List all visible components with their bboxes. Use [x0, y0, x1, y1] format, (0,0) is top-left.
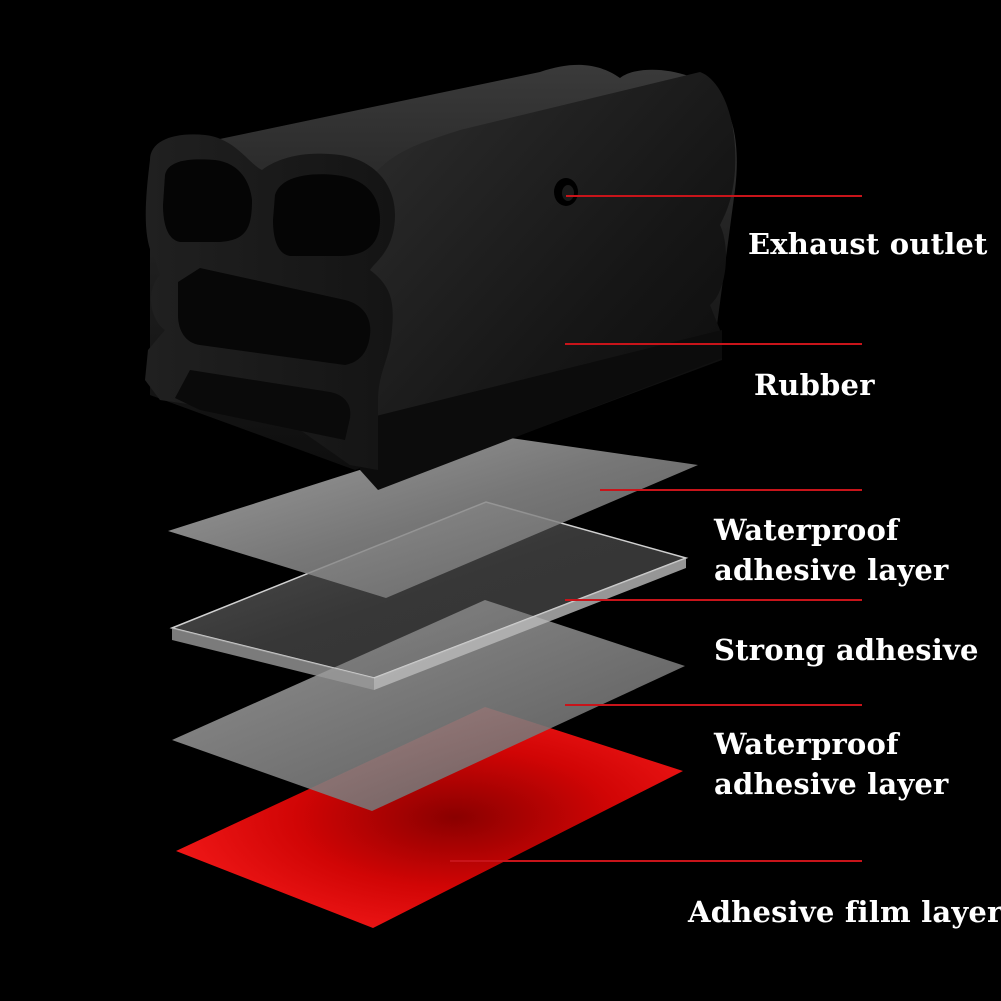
waterproof-lower-sheet [172, 600, 685, 811]
exhaust-hole-icon [554, 178, 578, 206]
label-adhesive-film: Adhesive film layer [688, 892, 1001, 932]
adhesive-film-sheet [176, 707, 683, 928]
label-waterproof-bottom-line2: adhesive layer [714, 767, 949, 801]
label-rubber-text: Rubber [754, 368, 875, 402]
rubber-seal-strip [145, 64, 737, 490]
leader-lines [450, 195, 862, 862]
label-rubber: Rubber [754, 365, 875, 405]
label-exhaust-outlet: Exhaust outlet [748, 224, 988, 264]
strong-adhesive-sheet [169, 501, 689, 690]
label-waterproof-top: Waterproof adhesive layer [714, 510, 949, 590]
label-waterproof-bottom-line1: Waterproof [714, 727, 899, 761]
label-waterproof-top-line1: Waterproof [714, 513, 899, 547]
waterproof-upper-sheet [168, 433, 698, 598]
label-strong-adhesive: Strong adhesive [714, 630, 979, 670]
label-adhesive-film-text: Adhesive film layer [688, 895, 1001, 929]
label-waterproof-top-line2: adhesive layer [714, 553, 949, 587]
label-waterproof-bottom: Waterproof adhesive layer [714, 724, 949, 804]
label-exhaust-outlet-text: Exhaust outlet [748, 227, 988, 261]
label-strong-adhesive-text: Strong adhesive [714, 633, 979, 667]
